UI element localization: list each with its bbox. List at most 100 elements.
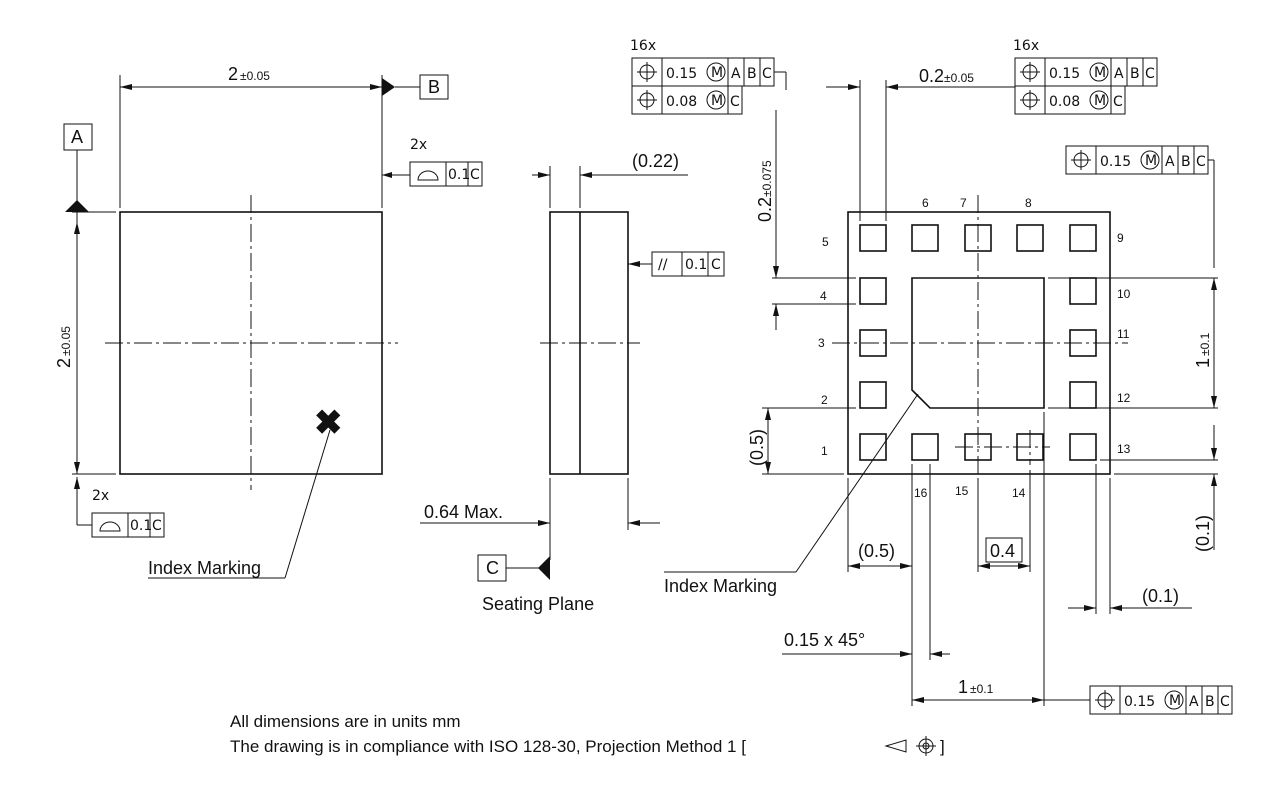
fcf-right-datum-c: C [1145,66,1155,82]
fcf-right-mid: 0.15 M A B C [1065,145,1209,175]
epad-height-nominal: 1 [1193,358,1213,368]
note-projection-prefix: The drawing is in compliance with ISO 12… [230,737,746,756]
flatness-symbol-cell-bottom [91,512,129,538]
pin-label-2: 2 [821,393,828,407]
fcf-right-datum-a: A [1114,66,1124,82]
seating-plane-label: Seating Plane [482,594,594,614]
pin-label-6: 6 [922,196,929,210]
top-width-tol: ±0.05 [240,69,270,83]
side-view-outline [549,211,629,475]
pad-12 [1069,381,1097,409]
epad-width-tol: ±0.1 [970,682,994,696]
pad-5 [859,224,887,252]
fcf-left-datum-b: B [747,66,757,82]
pad-4 [859,277,887,305]
datum-a-triangle [65,200,89,212]
fcf-right-row2: 0.08 M C [1014,85,1126,115]
pin-label-8: 8 [1025,196,1032,210]
fcf-bottom-mmc: M [1169,693,1181,709]
bottom-view: 1 2 3 4 5 6 7 8 9 10 11 12 13 14 15 16 1… [630,38,1233,715]
pitch-dim: 0.4 [990,541,1015,561]
fcf-left-mmc-1: M [711,65,723,81]
flatness-icon-bottom [99,521,121,532]
flatness-count-top: 2x [410,137,427,153]
pad-length-tol: ±0.075 [760,160,774,197]
top-width-nominal: 2 [228,64,238,84]
fcf-left-datum-c2: C [730,94,740,110]
datum-c-box [477,554,507,582]
pin-label-12: 12 [1117,391,1131,405]
pad-10 [1069,277,1097,305]
pad-offset-vertical: (0.5) [747,429,767,466]
fcf-bottom-datum-b: B [1205,694,1215,710]
pad-11 [1069,329,1097,357]
pin-label-11: 11 [1117,327,1130,341]
epad-width-nominal: 1 [958,677,968,697]
fcf-left-datum-c: C [762,66,772,82]
pad-length-nominal: 0.2 [755,197,775,222]
datum-a-box [63,123,93,151]
pin-label-15: 15 [955,484,969,498]
datum-b-box [419,74,449,100]
parallelism-symbol-cell [651,251,683,277]
bottom-index-marking-label: Index Marking [664,576,777,596]
fcf-mid-tol: 0.15 [1100,154,1131,170]
pitch-basic-box [985,537,1023,563]
exposed-pad [911,277,1045,409]
pad-9 [1069,224,1097,252]
pin-label-7: 7 [960,196,967,210]
flatness-count-bottom: 2x [92,488,109,504]
datum-a-label: A [71,127,83,147]
pin-label-5: 5 [822,235,829,249]
fcf-right-mmc-1: M [1094,65,1106,81]
chamfer-dim: 0.15 x 45° [784,630,865,650]
flatness-value-bottom: 0.1 [130,518,152,534]
pad-width-tol: ±0.05 [944,71,974,85]
pin-label-10: 10 [1117,287,1131,301]
fcf-left-tol-2: 0.08 [666,94,697,110]
fcf-mid-datum-b: B [1181,154,1191,170]
pad-3 [859,329,887,357]
pin-label-9: 9 [1117,231,1124,245]
fcf-right-datum-b: B [1130,66,1140,82]
cap-thickness-dim: (0.22) [632,151,679,171]
fcf-left-row2: 0.08 M C [631,85,743,115]
pin-label-1: 1 [821,444,828,458]
fcf-right-row1: 0.15 M A B C [1014,57,1158,87]
pad-width-nominal: 0.2 [919,66,944,86]
flatness-icon-top [417,170,439,181]
edge-offset-vertical: (0.1) [1193,515,1213,552]
note-units: All dimensions are in units mm [230,712,461,731]
pad-13 [1069,433,1097,461]
fcf-right-mmc-2: M [1094,93,1106,109]
fcf-right-datum-c2: C [1113,94,1123,110]
pad-8 [1016,224,1044,252]
fcf-left-mmc-2: M [711,93,723,109]
fcf-mid-mmc: M [1145,153,1157,169]
edge-offset-horizontal: (0.1) [1142,586,1179,606]
pad-16 [911,433,939,461]
epad-height-tol: ±0.1 [1198,332,1212,356]
flatness-value-top: 0.1 [448,167,470,183]
flatness-symbol-cell-top [409,161,447,187]
fcf-left-tol-1: 0.15 [666,66,697,82]
side-view: (0.22) // 0.1 C 0.64 Max. C Seating Plan… [420,151,725,614]
parallelism-datum: C [711,257,721,273]
fcf-right-tol-2: 0.08 [1049,94,1080,110]
datum-c-triangle [538,556,550,580]
pin-label-14: 14 [1012,486,1026,500]
fcf-left-row1: 0.15 M A B C [631,57,775,87]
pin-label-3: 3 [818,336,825,350]
parallelism-icon: // [658,257,668,273]
pin-label-16: 16 [914,486,928,500]
pad-offset-horizontal: (0.5) [858,541,895,561]
pad-2 [859,381,887,409]
pad-7 [964,224,992,252]
notes: All dimensions are in units mm The drawi… [230,712,945,756]
top-view: 2 ±0.05 B A 2 ±0.05 2x 0.1 C 2x [54,64,483,579]
flatness-datum-top: C [470,167,480,183]
fcf-bottom-right: 0.15 M A B C [1089,685,1233,715]
pin-label-13: 13 [1117,442,1131,456]
datum-b-triangle [382,78,395,96]
